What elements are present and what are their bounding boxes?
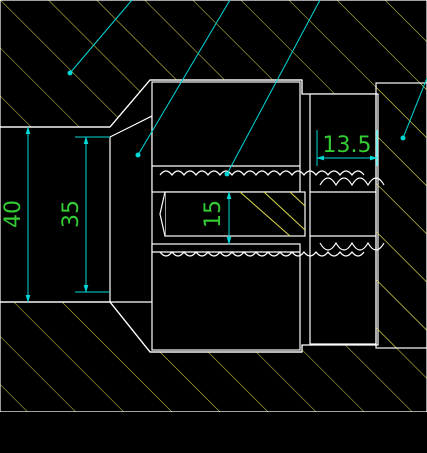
dimension-40-label: 40 (1, 200, 26, 228)
stem (159, 191, 306, 237)
dimension-13-5-label: 13.5 (323, 133, 372, 158)
dimension-13-5: 13.5 (316, 130, 378, 166)
dimension-40: 40 (1, 126, 31, 303)
spring-lower (159, 241, 385, 257)
spring-seat (309, 82, 427, 349)
bore-outline (0, 79, 303, 353)
valve-seat (109, 81, 301, 351)
dimension-15: 15 (201, 191, 232, 245)
spring-upper (159, 170, 385, 187)
leader-lines (67, 0, 427, 177)
dimension-35: 35 (59, 136, 110, 293)
bottom-band (0, 412, 427, 453)
dimension-15-label: 15 (201, 200, 226, 228)
dimension-35-label: 35 (59, 200, 84, 228)
